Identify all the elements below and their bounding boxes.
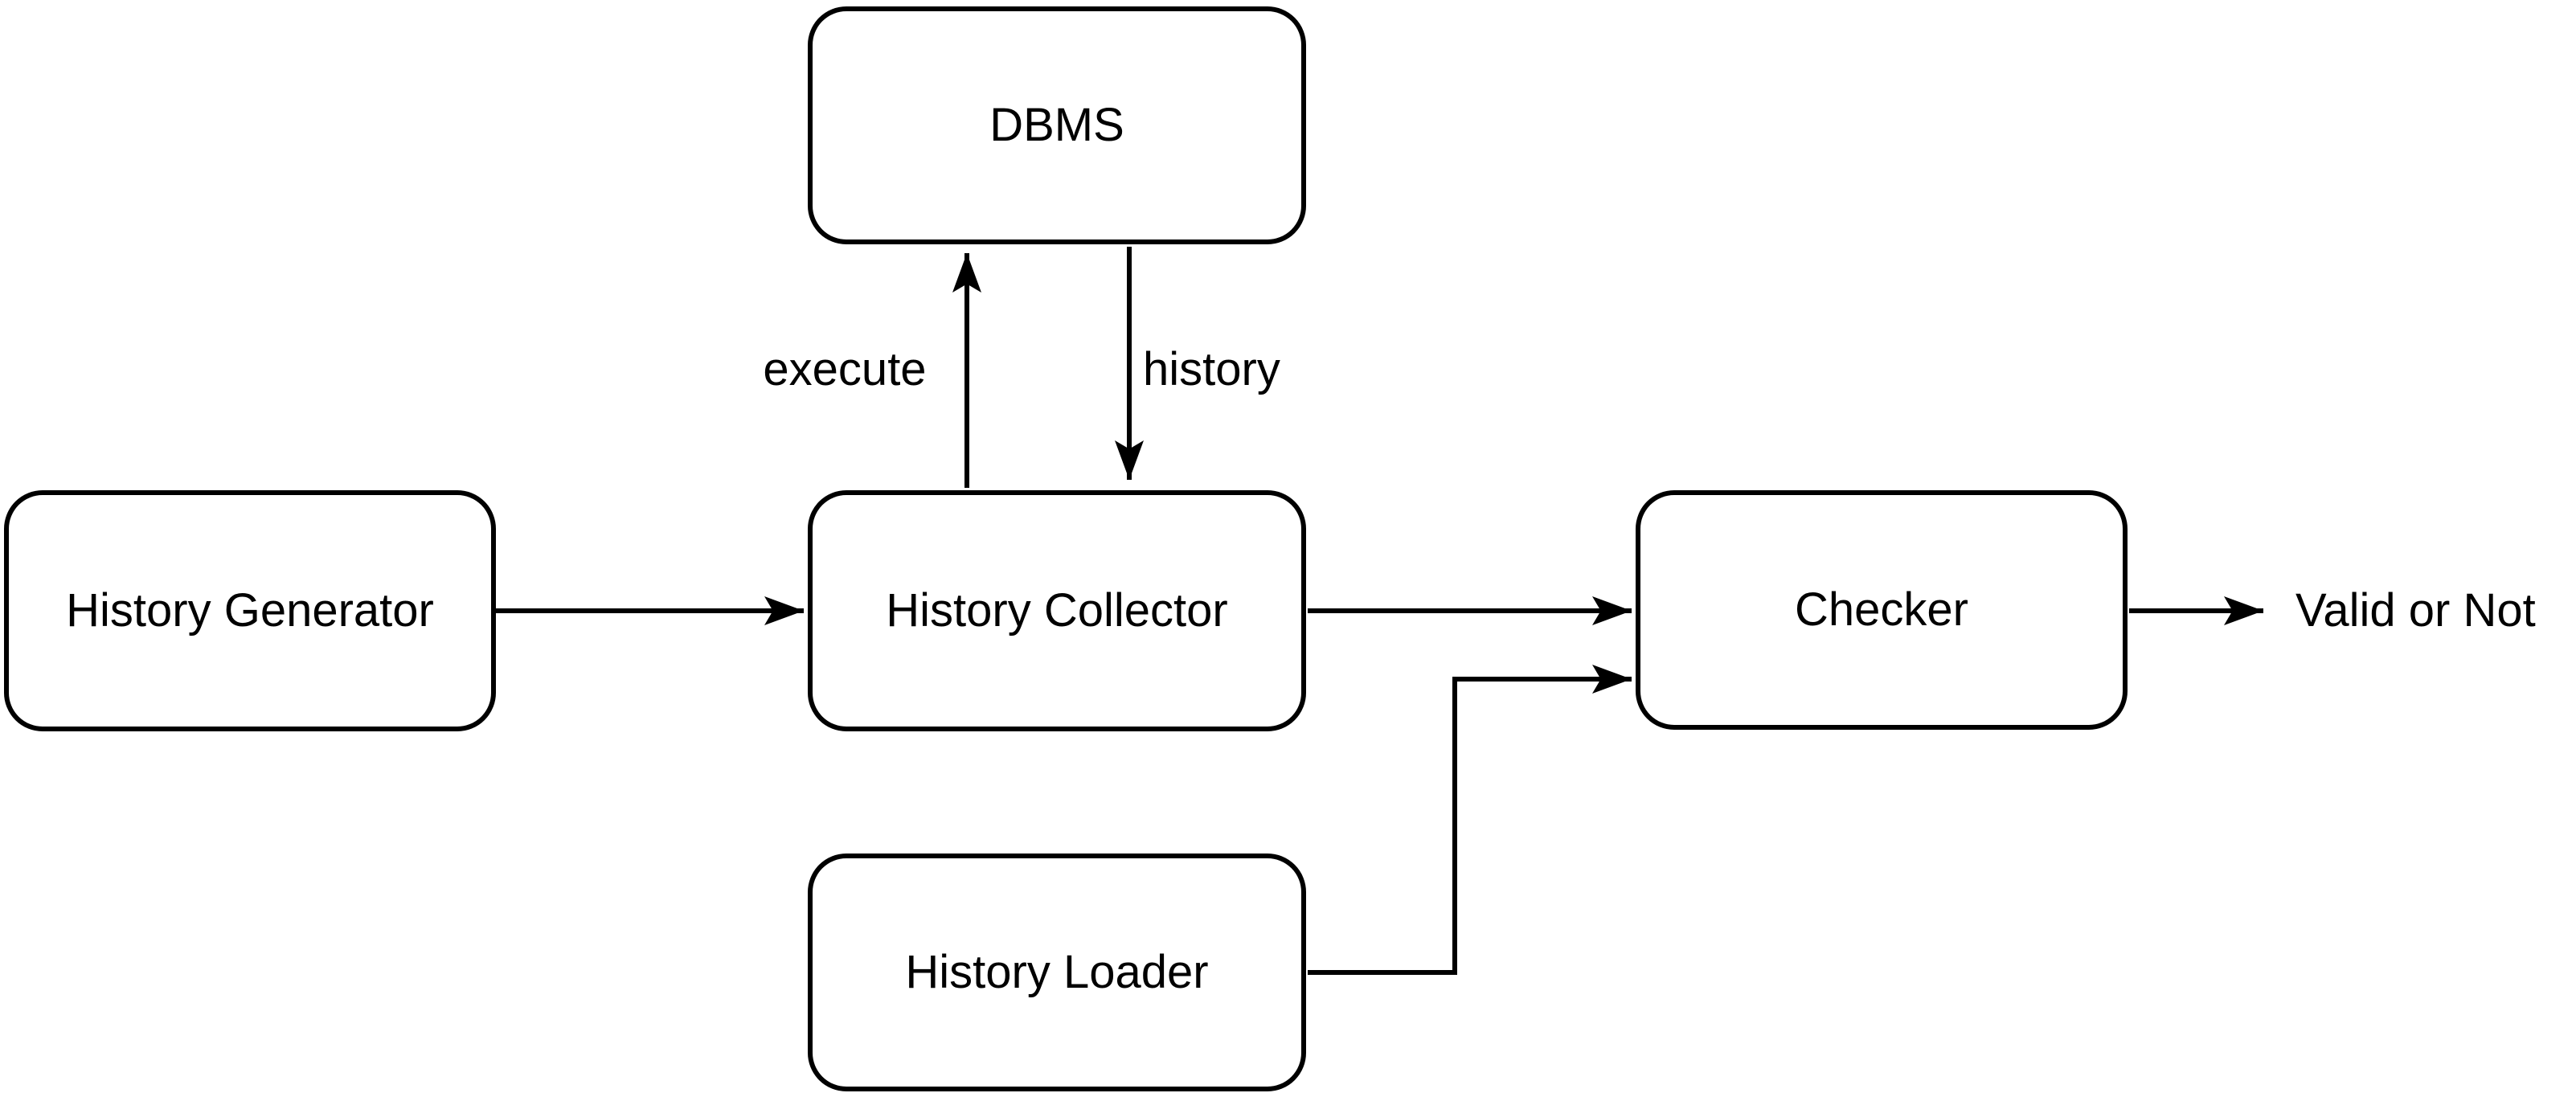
node-history-collector-label: History Collector [886,584,1228,637]
node-history-generator: History Generator [4,490,496,731]
node-history-loader: History Loader [808,854,1306,1091]
node-dbms: DBMS [808,6,1306,244]
node-history-generator-label: History Generator [66,584,434,637]
node-history-loader-label: History Loader [905,946,1209,999]
node-dbms-label: DBMS [989,99,1124,152]
edge-label-history: history [1143,343,1280,396]
edge-loader-to-checker [1308,665,1632,975]
node-checker: Checker [1636,490,2128,730]
node-checker-label: Checker [1795,583,1968,637]
node-history-collector: History Collector [808,490,1306,731]
output-label-valid-or-not: Valid or Not [2295,584,2536,637]
edge-label-execute: execute [763,343,927,396]
